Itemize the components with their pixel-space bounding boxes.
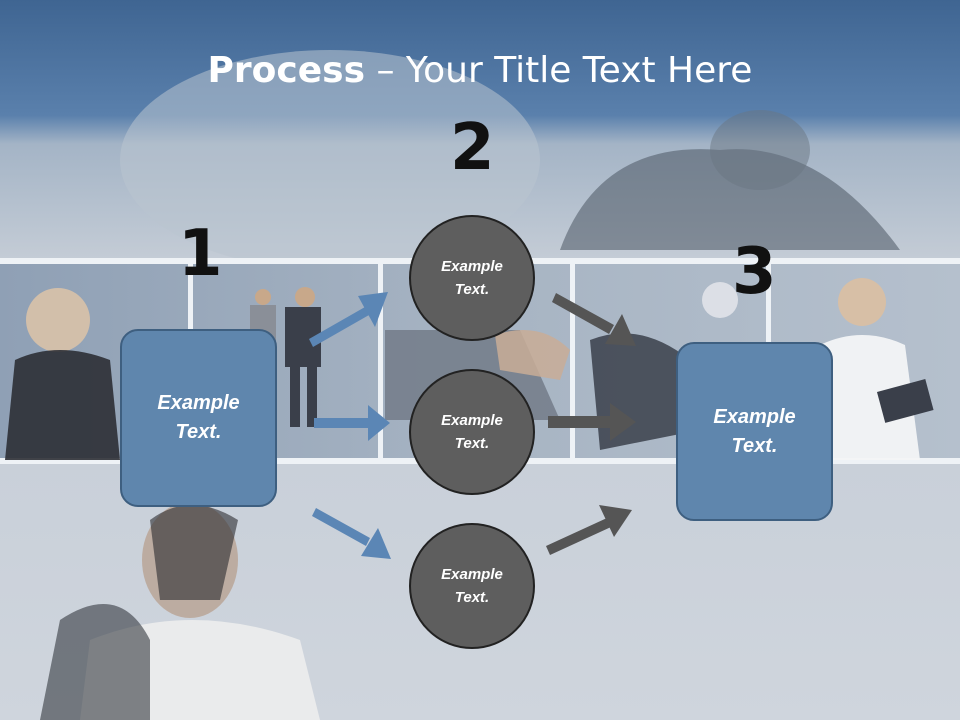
circle-top: Example Text. xyxy=(409,215,535,341)
left-box-line1: Example xyxy=(157,392,240,414)
circle-top-line2: Text. xyxy=(454,281,490,298)
left-box: Example Text. xyxy=(120,329,277,507)
arrow-bottom-to-right-box xyxy=(546,505,632,555)
arrow-to-top-circle xyxy=(309,292,388,347)
circle-bottom-line2: Text. xyxy=(454,589,490,606)
blue-arrows xyxy=(309,292,391,559)
right-box: Example Text. xyxy=(676,342,833,521)
circle-top-line1: Example xyxy=(441,258,503,275)
circle-bottom: Example Text. xyxy=(409,523,535,649)
circle-middle-line2: Text. xyxy=(454,435,490,452)
circle-bottom-line1: Example xyxy=(441,566,503,583)
left-box-line2: Text. xyxy=(175,421,222,443)
title-rest: – Your Title Text Here xyxy=(365,50,753,91)
arrow-to-middle-circle xyxy=(314,405,390,441)
right-box-line1: Example xyxy=(713,405,796,428)
step-number-3: 3 xyxy=(732,235,777,309)
circle-middle: Example Text. xyxy=(409,369,535,495)
step-number-1: 1 xyxy=(178,217,223,291)
arrow-to-bottom-circle xyxy=(312,508,391,559)
right-box-line2: Text. xyxy=(731,434,778,457)
arrow-middle-to-right-box xyxy=(548,403,636,441)
step-number-2: 2 xyxy=(450,111,495,185)
title-bold: Process xyxy=(207,50,366,91)
gray-arrows xyxy=(546,293,636,555)
circle-middle-line1: Example xyxy=(441,412,503,429)
arrow-top-to-right-box xyxy=(552,293,636,346)
slide-title: Process – Your Title Text Here xyxy=(0,50,960,91)
